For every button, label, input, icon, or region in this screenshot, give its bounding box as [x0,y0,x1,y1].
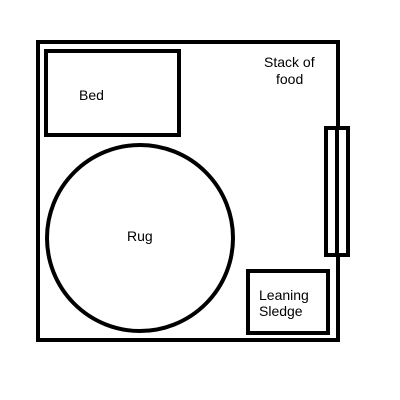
leaning-sledge-shape [246,269,330,335]
leaning-sledge-label-line2: Sledge [259,303,303,319]
stack-of-food-label-line2: food [276,71,303,87]
rug-shape [45,143,235,333]
rug-label: Rug [127,228,153,244]
leaning-sledge-label-line1: Leaning [259,287,309,303]
stack-of-food-label-line1: Stack of [264,54,315,70]
bed-shape [44,49,181,137]
bed-label: Bed [79,87,104,103]
